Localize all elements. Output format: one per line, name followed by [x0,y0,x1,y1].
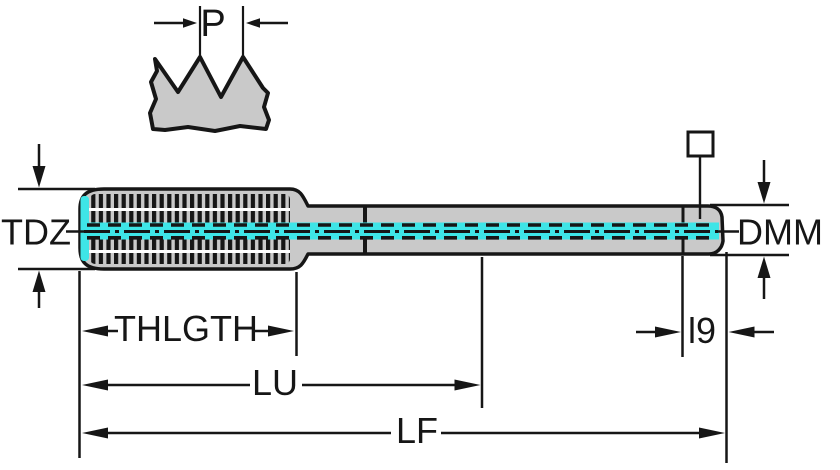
lf-arrow-right [699,427,725,439]
dimension-thlgth: THLGTH [82,308,294,349]
square-drive-callout [686,130,715,219]
pitch-arrow-right [246,18,288,28]
tap-body-group [66,187,739,271]
thread-profile-shape [148,55,271,133]
dimension-tdz: TDZ [1,144,95,308]
square-drive-symbol [686,130,715,158]
l9-label: l9 [688,310,716,351]
lf-arrow-left [82,427,108,439]
dimension-l9: l9 [636,310,774,351]
pitch-arrow-left [154,18,197,28]
l9-arrow-right [728,326,755,338]
lu-label: LU [252,362,298,403]
thread-profile: P [148,3,288,133]
tdz-arrow-top-head [32,166,46,188]
tdz-arrow-bottom-head [32,270,46,292]
l9-arrow-left [655,326,681,338]
thlgth-label: THLGTH [114,308,258,349]
lu-arrow-right [454,379,481,391]
extension-lines [78,252,728,463]
dimension-dmm: DMM [710,160,823,299]
pitch-label: P [200,3,225,45]
dimension-lf: LF [82,410,725,451]
thlgth-arrow-right [268,325,294,337]
dmm-label: DMM [737,212,823,253]
lf-label: LF [396,410,438,451]
thlgth-arrow-left [82,325,108,337]
dmm-arrow-bottom-head [757,256,771,278]
dmm-arrow-top-head [757,182,771,204]
dimension-lu: LU [82,362,481,403]
tdz-label: TDZ [1,212,71,253]
lu-arrow-left [82,379,108,391]
